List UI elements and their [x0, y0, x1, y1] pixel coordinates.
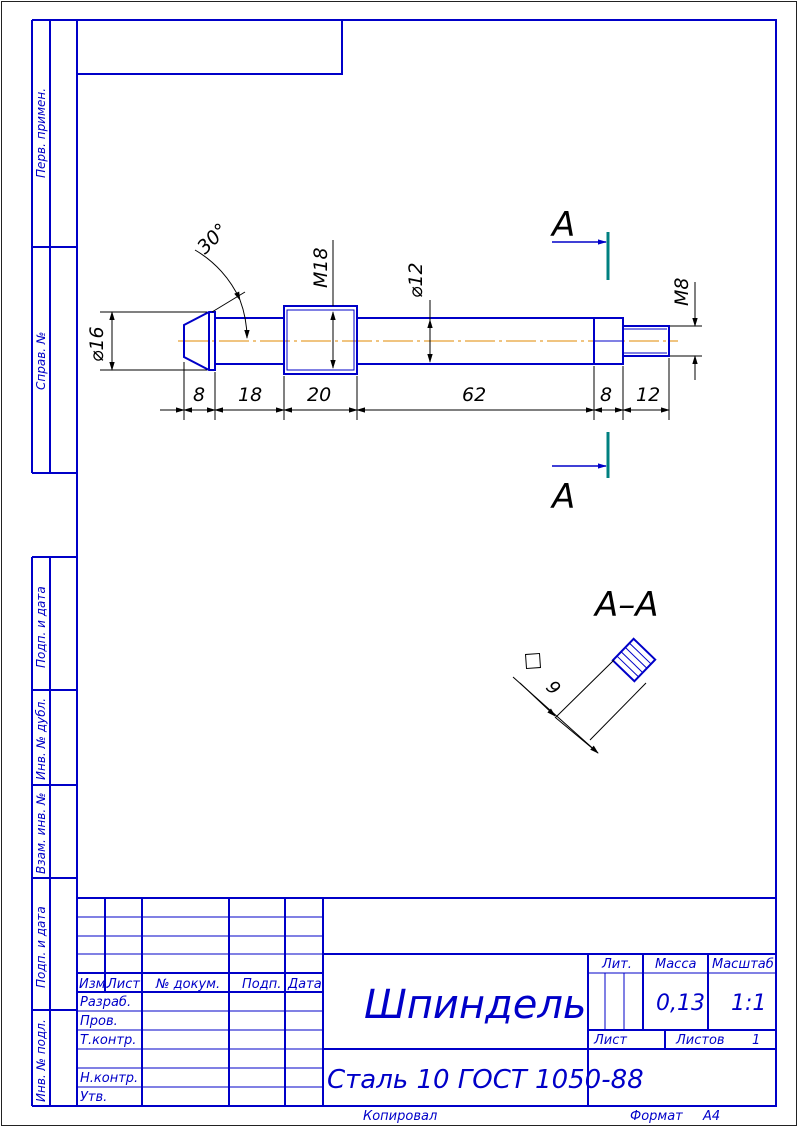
dim-length-3: 20: [307, 384, 331, 406]
side-strip: [31, 19, 77, 1107]
side-label-inv-dubl: Инв. № дубл.: [34, 698, 48, 780]
part-name: Шпиндель: [364, 982, 586, 1028]
col-header-data: Дата: [287, 977, 322, 992]
section-cut-markers: [552, 232, 610, 478]
dim-length-5: 8: [600, 384, 612, 406]
col-header-list: Лист: [106, 977, 140, 992]
role-prov: Пров.: [80, 1014, 118, 1029]
dim-length-2: 18: [238, 384, 262, 406]
side-label-podp-data-1: Подп. и дата: [34, 586, 48, 668]
lit-label: Лит.: [601, 957, 632, 972]
dimension-lines: [109, 249, 698, 413]
sheet-label: Лист: [593, 1033, 627, 1048]
dim-thread-big: М18: [310, 247, 332, 288]
col-header-dokum: № докум.: [155, 977, 220, 992]
side-label-podp-data-2: Подп. и дата: [34, 906, 48, 988]
role-razrab: Разраб.: [80, 995, 131, 1010]
dim-thread-small: М8: [671, 278, 693, 306]
sheets-count: 1: [752, 1033, 760, 1048]
col-header-izm: Изм.: [79, 977, 110, 992]
mass-value: 0,13: [656, 991, 705, 1016]
side-label-sprav-no: Справ. №: [34, 332, 48, 390]
main-frame: [76, 19, 777, 1107]
role-nkontr: Н.контр.: [80, 1071, 138, 1086]
role-tkontr: Т.контр.: [80, 1033, 136, 1048]
side-label-vzam-inv: Взам. инв. №: [34, 793, 48, 874]
sheets-label: Листов: [675, 1033, 725, 1048]
side-label-perv-primen: Перв. примен.: [34, 88, 48, 178]
title-block-grid: [77, 897, 776, 1106]
dim-length-6: 12: [636, 384, 660, 406]
dim-diameter-shaft: ⌀12: [405, 262, 427, 298]
section-mark-bottom: А: [550, 477, 575, 517]
dim-length-4: 62: [462, 384, 486, 406]
scale-value: 1:1: [731, 991, 766, 1016]
dim-diameter-head: ⌀16: [86, 326, 108, 362]
col-header-podp: Подп.: [242, 977, 281, 992]
spindle-outline: [183, 305, 670, 375]
section-view: 9: [512, 637, 657, 754]
material: Сталь 10 ГОСТ 1050-88: [327, 1065, 644, 1095]
section-mark-top: А: [550, 205, 575, 245]
dim-square: 9: [541, 677, 564, 700]
section-title: А–А: [593, 585, 659, 625]
scale-label: Масштаб: [712, 957, 774, 972]
mass-label: Масса: [655, 957, 696, 972]
footer-format-value: А4: [702, 1109, 720, 1124]
role-utv: Утв.: [80, 1090, 107, 1105]
dim-length-1: 8: [193, 384, 205, 406]
side-label-inv-podl: Инв. № подл.: [34, 1019, 48, 1102]
footer-format-label: Формат: [630, 1109, 683, 1124]
footer-copied: Копировал: [363, 1109, 437, 1124]
